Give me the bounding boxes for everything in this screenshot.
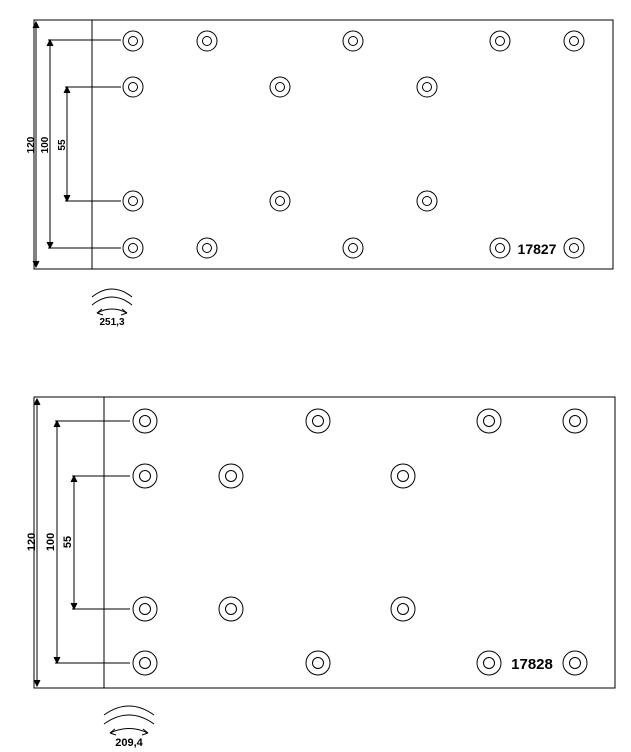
lining-outline bbox=[33, 396, 616, 689]
rivet-hole bbox=[218, 596, 244, 622]
rivet-hole bbox=[563, 237, 585, 259]
rivet-hole bbox=[196, 237, 218, 259]
dimension-label-100: 100 bbox=[40, 136, 51, 153]
part-number-label: 17827 bbox=[518, 241, 557, 257]
rivet-hole bbox=[132, 463, 158, 489]
rivet-hole bbox=[269, 76, 291, 98]
dimension-labels-17828: 120 100 55 17828 209,4 bbox=[26, 533, 553, 749]
rivet-hole bbox=[132, 408, 158, 434]
arrowhead bbox=[70, 602, 78, 611]
rivet-hole bbox=[489, 237, 511, 259]
arrowhead bbox=[32, 260, 40, 269]
rivet-hole bbox=[196, 30, 218, 52]
rivet-hole bbox=[132, 650, 158, 676]
lining-outline bbox=[33, 19, 614, 270]
arc-length-label: 209,4 bbox=[115, 737, 143, 749]
rivet-hole bbox=[342, 237, 364, 259]
arrowhead bbox=[63, 85, 71, 94]
lining-drawing-17827 bbox=[32, 19, 614, 316]
rivet-hole bbox=[489, 30, 511, 52]
dimension-label-100: 100 bbox=[45, 533, 57, 551]
arrowhead bbox=[63, 194, 71, 203]
rivet-hole bbox=[342, 30, 364, 52]
arrowhead bbox=[32, 20, 40, 29]
rivet-hole bbox=[390, 463, 416, 489]
arrowhead bbox=[33, 679, 41, 688]
dimension-label-120: 120 bbox=[26, 136, 37, 153]
rivet-hole bbox=[305, 408, 331, 434]
rivet-hole bbox=[476, 650, 502, 676]
arc-length-label: 251,3 bbox=[99, 317, 124, 328]
arrowhead bbox=[70, 474, 78, 483]
dimension-label-55: 55 bbox=[57, 139, 68, 151]
rivet-hole bbox=[476, 408, 502, 434]
curvature-symbol bbox=[103, 705, 155, 736]
rivet-hole bbox=[122, 30, 144, 52]
lining-drawing-17828 bbox=[33, 396, 616, 736]
arrowhead bbox=[46, 241, 54, 250]
rivet-hole bbox=[269, 190, 291, 212]
rivet-holes bbox=[122, 30, 585, 259]
rivet-hole bbox=[122, 76, 144, 98]
arrowhead bbox=[53, 419, 61, 428]
rivet-hole bbox=[416, 76, 438, 98]
rivet-hole bbox=[562, 408, 588, 434]
dimension-labels-17827: 120 100 55 17827 251,3 bbox=[26, 136, 557, 328]
rivet-hole bbox=[563, 30, 585, 52]
rivet-hole bbox=[562, 650, 588, 676]
rivet-hole bbox=[122, 237, 144, 259]
rivet-hole bbox=[305, 650, 331, 676]
arrowhead bbox=[46, 38, 54, 47]
dimension-label-120: 120 bbox=[26, 533, 38, 551]
rivet-hole bbox=[390, 596, 416, 622]
rivet-hole bbox=[132, 596, 158, 622]
arrowhead bbox=[53, 656, 61, 665]
curvature-symbol bbox=[91, 288, 133, 316]
part-number-label: 17828 bbox=[511, 656, 553, 673]
rivet-hole bbox=[122, 190, 144, 212]
rivet-holes bbox=[132, 408, 588, 676]
arrowhead bbox=[33, 397, 41, 406]
dimension-label-55: 55 bbox=[62, 536, 74, 548]
rivet-hole bbox=[416, 190, 438, 212]
rivet-hole bbox=[218, 463, 244, 489]
